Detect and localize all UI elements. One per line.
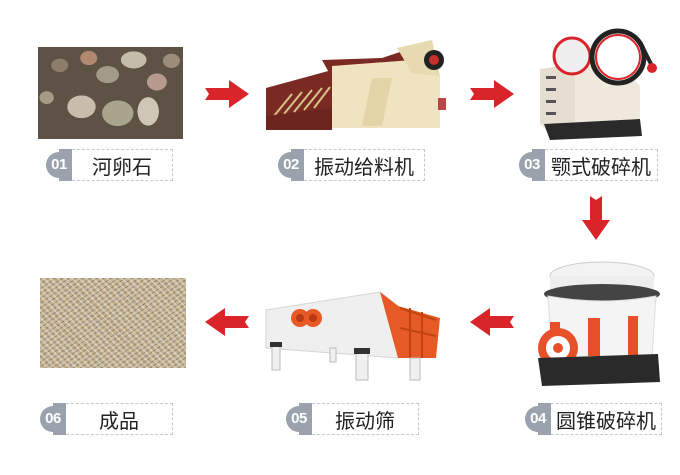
step-03-label: 03 颚式破碎机 [519, 149, 658, 181]
step-number-badge: 02 [278, 149, 304, 181]
step-05-label: 05 振动筛 [286, 403, 419, 435]
step-01-name: 河卵石 [72, 149, 173, 181]
step-number-badge: 01 [46, 149, 72, 181]
cone-crusher-image [538, 261, 660, 386]
step-06-label: 06 成品 [40, 403, 173, 435]
vibrating-screen-image [265, 291, 440, 381]
arrow-left-icon [205, 308, 249, 336]
arrow-down-icon [582, 196, 610, 240]
finished-sand-image [40, 278, 186, 368]
vibrating-feeder-image [266, 40, 446, 130]
step-02-name: 振动给料机 [304, 149, 425, 181]
jaw-crusher-image [540, 28, 657, 140]
arrow-right-icon [470, 80, 514, 108]
step-03-name: 颚式破碎机 [545, 149, 658, 181]
step-number-badge: 05 [286, 403, 312, 435]
arrow-right-icon [205, 80, 249, 108]
step-04-label: 04 圆锥破碎机 [525, 403, 662, 435]
step-number-badge: 03 [519, 149, 545, 181]
step-04-name: 圆锥破碎机 [551, 403, 662, 435]
step-02-label: 02 振动给料机 [278, 149, 425, 181]
step-05-name: 振动筛 [312, 403, 419, 435]
arrow-left-icon [470, 308, 514, 336]
river-pebbles-image [38, 47, 183, 139]
step-01-label: 01 河卵石 [46, 149, 173, 181]
step-number-badge: 06 [40, 403, 66, 435]
step-06-name: 成品 [66, 403, 173, 435]
step-number-badge: 04 [525, 403, 551, 435]
